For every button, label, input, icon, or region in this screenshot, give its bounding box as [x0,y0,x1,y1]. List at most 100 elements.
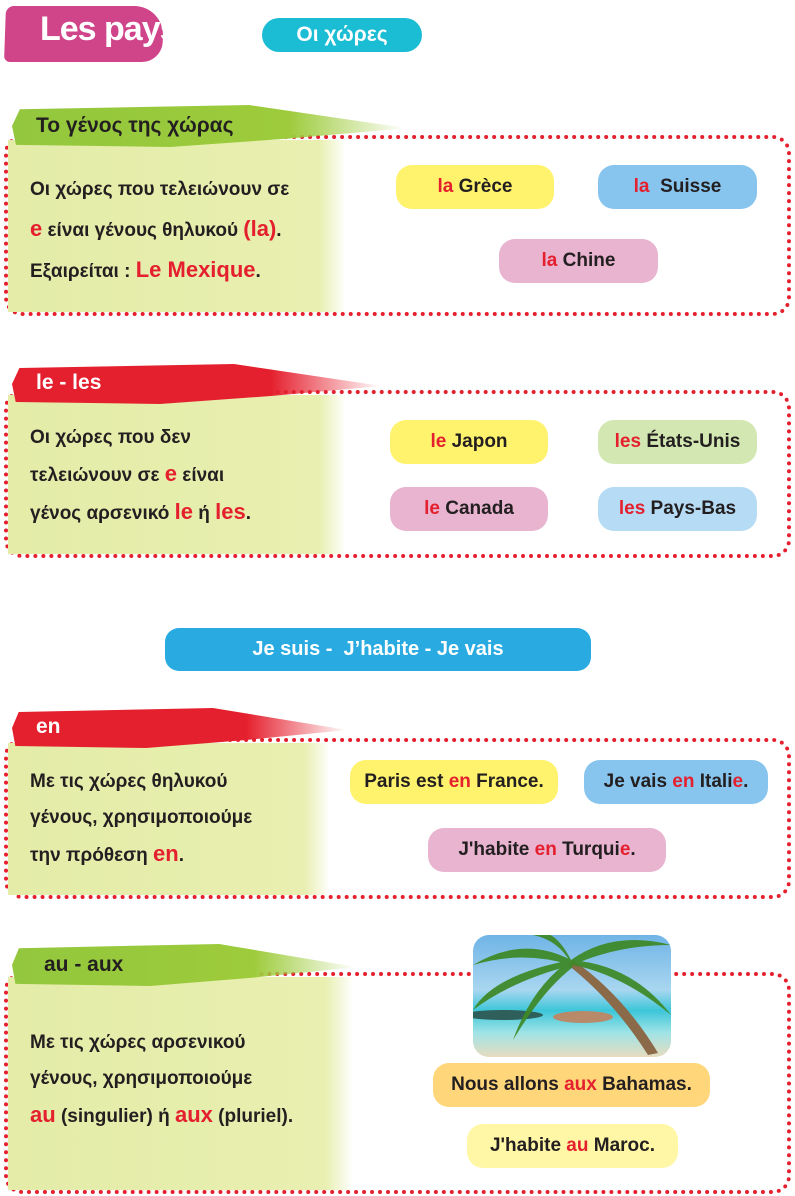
section-en-text: Με τις χώρες θηλυκού γένους, χρησιμοποιού… [30,764,252,874]
highlight-text: en [672,771,695,792]
highlight-text: (la) [243,216,277,241]
section-au-aux-box [4,972,791,1194]
text-line: Οι χώρες που δεν [30,420,251,456]
highlight-text: le [174,499,193,524]
text-segment: είναι γένους θηλυκού [42,220,244,241]
text-segment: France. [470,771,544,792]
text-segment: Εξαιρείται : [30,261,136,282]
highlight-text: aux [174,1102,213,1127]
text-segment: τελειώνουν σε [30,465,165,486]
section-le-les-panel [8,395,346,554]
section-au-aux-heading: au - aux [44,953,124,976]
text-line: Με τις χώρες αρσενικού [30,1025,293,1061]
section-gender-text: Οι χώρες που τελειώνουν σε e είναι γένους… [30,170,289,291]
highlight-text: aux [564,1074,597,1095]
country-pill: les États-Unis [598,420,757,464]
page-subtitle: Οι χώρες [262,18,422,52]
text-segment: J'habite [458,839,535,860]
country-pill: la Suisse [598,165,757,209]
country-name: Japon [446,431,508,452]
text-segment: Οι χώρες που τελειώνουν σε [30,179,290,200]
text-segment: ή [192,503,216,524]
highlight-text: en [448,771,471,792]
article-text: le [424,498,440,519]
page-title: Les pays [40,10,179,48]
text-segment: J'habite [489,1135,567,1156]
text-segment: Maroc. [588,1135,656,1156]
section-en-box [4,738,791,899]
highlight-text: e [732,771,744,792]
text-line: την πρόθεση en. [30,836,252,874]
text-segment: . [255,261,261,282]
example-pill: Paris est en France. [350,760,558,804]
text-segment: Με τις χώρες θηλυκού [30,771,228,792]
text-line: Με τις χώρες θηλυκού [30,764,252,800]
section-le-les-heading: le - les [36,371,102,394]
article-text: la [437,176,454,197]
section-gender-heading: Το γένος της χώρας [36,114,234,137]
text-segment: γένους, χρησιμοποιούμε [30,807,253,828]
country-name: Suisse [649,176,722,197]
article-text: les [614,431,642,452]
country-pill: le Japon [390,420,548,464]
section-au-aux-text: Με τις χώρες αρσενικού γένους, χρησιμοποι… [30,1025,293,1135]
section-en-heading: en [36,715,61,738]
text-segment: (singulier) ή [55,1106,175,1127]
example-pill: Nous allons aux Bahamas. [433,1063,710,1107]
section-le-les-box [4,390,791,558]
text-line: e είναι γένους θηλυκού (la). [30,209,289,250]
text-segment: γένους, χρησιμοποιούμε [30,1068,253,1089]
text-line: Εξαιρείται : Le Mexique. [30,250,289,291]
country-name: Pays-Bas [645,498,737,519]
text-line: γένος αρσενικό le ή les. [30,494,251,532]
text-segment: . [178,845,184,866]
text-line: γένους, χρησιμοποιούμε [30,1061,293,1097]
country-pill: la Grèce [396,165,554,209]
beach-palm-photo [473,935,671,1057]
section-au-aux-panel [8,977,353,1190]
example-pill: J'habite au Maroc. [467,1124,678,1168]
highlight-text: au [30,1102,56,1127]
text-segment: γένος αρσενικό [30,503,175,524]
section-en-panel [8,743,330,895]
section-gender-box [4,135,791,316]
country-name: Grèce [453,176,513,197]
text-segment: . [630,839,636,860]
verbs-banner: Je suis - J’habite - Je vais [165,628,591,671]
country-name: Chine [557,250,616,271]
text-line: γένους, χρησιμοποιούμε [30,800,252,836]
text-segment: . [743,771,749,792]
text-segment: (pluriel). [212,1106,294,1127]
country-pill: les Pays-Bas [598,487,757,531]
article-text: la [633,176,650,197]
highlight-text: les [215,499,246,524]
text-segment: Turqui [556,839,620,860]
highlight-text: Le Mexique [135,257,256,282]
country-pill: le Canada [390,487,548,531]
text-segment: . [245,503,252,524]
text-segment: είναι [177,465,225,486]
text-line: τελειώνουν σε e είναι [30,456,251,494]
text-segment: την πρόθεση [30,845,154,866]
text-segment: . [276,220,282,241]
article-text: la [541,250,558,271]
text-segment: Nous allons [451,1074,565,1095]
country-pill: la Chine [499,239,658,283]
text-segment: Οι χώρες που δεν [30,427,191,448]
country-name: Canada [439,498,514,519]
text-segment: Je vais [603,771,673,792]
highlight-text: e [164,461,178,486]
text-segment: Itali [694,771,733,792]
highlight-text: en [153,841,179,866]
text-segment: Bahamas. [596,1074,692,1095]
highlight-text: en [534,839,557,860]
article-text: les [618,498,646,519]
highlight-text: e [30,216,43,241]
text-segment: Με τις χώρες αρσενικού [30,1032,246,1053]
highlight-text: au [566,1135,589,1156]
section-gender-panel [8,140,346,312]
highlight-text: e [619,839,631,860]
